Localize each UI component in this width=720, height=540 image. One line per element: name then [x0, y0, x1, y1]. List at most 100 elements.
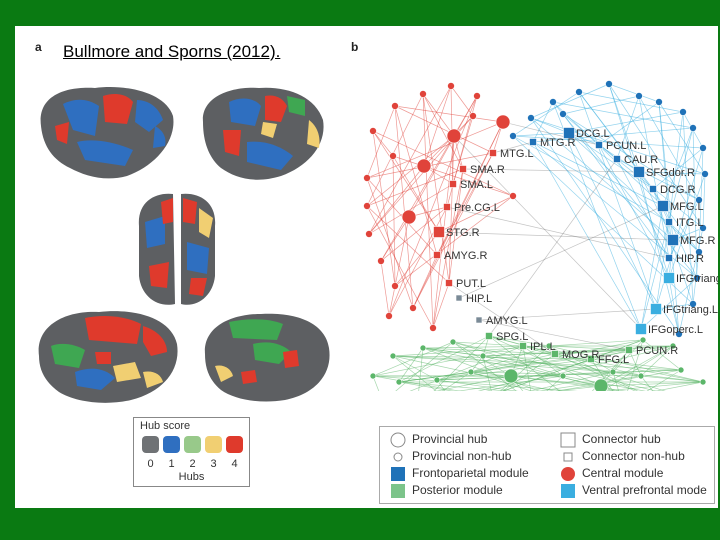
network-edge	[598, 101, 660, 146]
network-edge	[412, 254, 438, 309]
ventral-node-label: IFGtriang.L	[663, 304, 718, 316]
network-edge	[398, 335, 490, 383]
network-edge	[388, 206, 448, 317]
central-provincial-nonhub-node	[389, 152, 397, 160]
network-edge	[478, 308, 657, 321]
frontoparietal-nonhub-node	[695, 196, 703, 204]
network-edge	[372, 375, 380, 391]
network-edge	[441, 371, 472, 391]
hub-score-key: Hub score 0 1 2 3 4 Hubs	[133, 417, 250, 487]
network-edge	[372, 130, 514, 197]
ventral-prefrontal-connector-node	[650, 303, 662, 315]
central-connector-node	[489, 149, 497, 157]
network-edge	[432, 282, 450, 329]
network-edge	[450, 85, 474, 117]
posterior-provincial-nonhub-node	[637, 372, 645, 380]
network-edge	[638, 171, 680, 335]
network-edge	[366, 205, 450, 284]
network-edge	[628, 349, 642, 377]
posterior-node-label: FFG.L	[598, 354, 629, 366]
frontoparietal-nonhub-node	[679, 108, 687, 116]
network-edge	[366, 205, 434, 329]
central-provincial-nonhub-node	[369, 127, 377, 135]
central-connector-node	[443, 203, 451, 211]
network-edge	[446, 206, 670, 259]
hub-score-label-0: 0	[147, 458, 154, 470]
network-edge	[482, 355, 616, 391]
network-edge	[470, 371, 533, 391]
network-edge	[590, 358, 682, 371]
network-edge	[638, 171, 674, 241]
network-edge	[655, 303, 694, 310]
frontoparietal-connector-node	[595, 141, 603, 149]
network-edge	[482, 355, 492, 391]
network-edge	[668, 221, 700, 253]
network-edge	[366, 177, 414, 309]
frontoparietal-connector-node	[667, 234, 679, 246]
network-edge	[502, 353, 556, 391]
network-edge	[366, 121, 504, 179]
network-edge	[658, 101, 674, 241]
frontoparietal-node-label: PCUN.L	[606, 140, 646, 152]
network-edge	[638, 95, 670, 259]
legend-ventral-prefrontal-label: Ventral prefrontal mode	[582, 483, 707, 497]
network-edge	[372, 130, 396, 287]
frontoparietal-node-label: CAU.R	[624, 154, 658, 166]
network-edge	[668, 277, 680, 335]
network-edge	[662, 205, 698, 279]
network-edge	[448, 135, 455, 284]
central-node-label: PUT.L	[456, 278, 486, 290]
frontoparietal-connector-node	[633, 166, 645, 178]
posterior-connector-node	[625, 346, 633, 354]
legend-provincial-hub-label: Provincial hub	[412, 432, 488, 446]
posterior-provincial-nonhub-node	[467, 368, 475, 376]
posterior-provincial-nonhub-node	[669, 342, 677, 350]
ventral-node-label: IFGtriang	[676, 273, 718, 285]
connectome-network-graph: MTG.LSMA.RSMA.LPre.CG.LSTG.RAMYG.RPUT.LH…	[363, 80, 718, 391]
network-edge	[423, 115, 474, 167]
network-edge	[616, 158, 700, 201]
central-provincial-nonhub-node	[385, 312, 393, 320]
network-edge	[668, 173, 706, 279]
central-provincial-hub-node	[495, 114, 511, 130]
posterior-provincial-hub-node	[503, 368, 519, 384]
network-edge	[638, 95, 700, 201]
network-edge	[642, 339, 682, 371]
ventral-prefrontal-connector-node	[635, 323, 647, 335]
network-edge	[366, 105, 396, 179]
network-edge	[612, 339, 644, 373]
network-edges	[366, 83, 706, 391]
network-edge	[654, 381, 704, 391]
network-labels: MTG.LSMA.RSMA.LPre.CG.LSTG.RAMYG.RPUT.LH…	[444, 128, 718, 366]
network-edge	[530, 83, 610, 119]
connector-nonhub-node	[455, 294, 463, 302]
network-edge	[502, 121, 600, 146]
posterior-node-label: PCUN.R	[636, 345, 678, 357]
posterior-provincial-nonhub-node	[699, 378, 707, 386]
network-edge	[678, 227, 704, 335]
network-edge	[392, 155, 396, 287]
network-edge	[529, 371, 614, 391]
network-edge	[640, 375, 654, 391]
network-edge	[372, 341, 454, 377]
central-node-label: Pre.CG.L	[454, 202, 500, 214]
network-edge	[422, 93, 455, 137]
frontoparietal-nonhub-node	[693, 274, 701, 282]
network-edge	[655, 221, 670, 310]
network-edge	[532, 127, 694, 143]
frontoparietal-nonhub-node	[695, 248, 703, 256]
frontoparietal-node-label: HIP.R	[676, 253, 704, 265]
legend-central-label: Central module	[582, 466, 664, 480]
central-provincial-nonhub-node	[473, 92, 481, 100]
posterior-provincial-hub-node	[593, 378, 609, 391]
frontoparietal-nonhub-node	[575, 88, 583, 96]
network-edge	[554, 353, 636, 391]
central-provincial-hub-node	[416, 158, 432, 174]
connector-node-label: HIP.L	[466, 293, 492, 305]
posterior-connector-node	[485, 332, 493, 340]
network-edge	[627, 339, 644, 391]
network-edge	[682, 111, 694, 305]
ventral-prefrontal-connector-node	[663, 272, 675, 284]
brain-medial-right	[204, 313, 330, 402]
network-edge	[398, 381, 512, 391]
